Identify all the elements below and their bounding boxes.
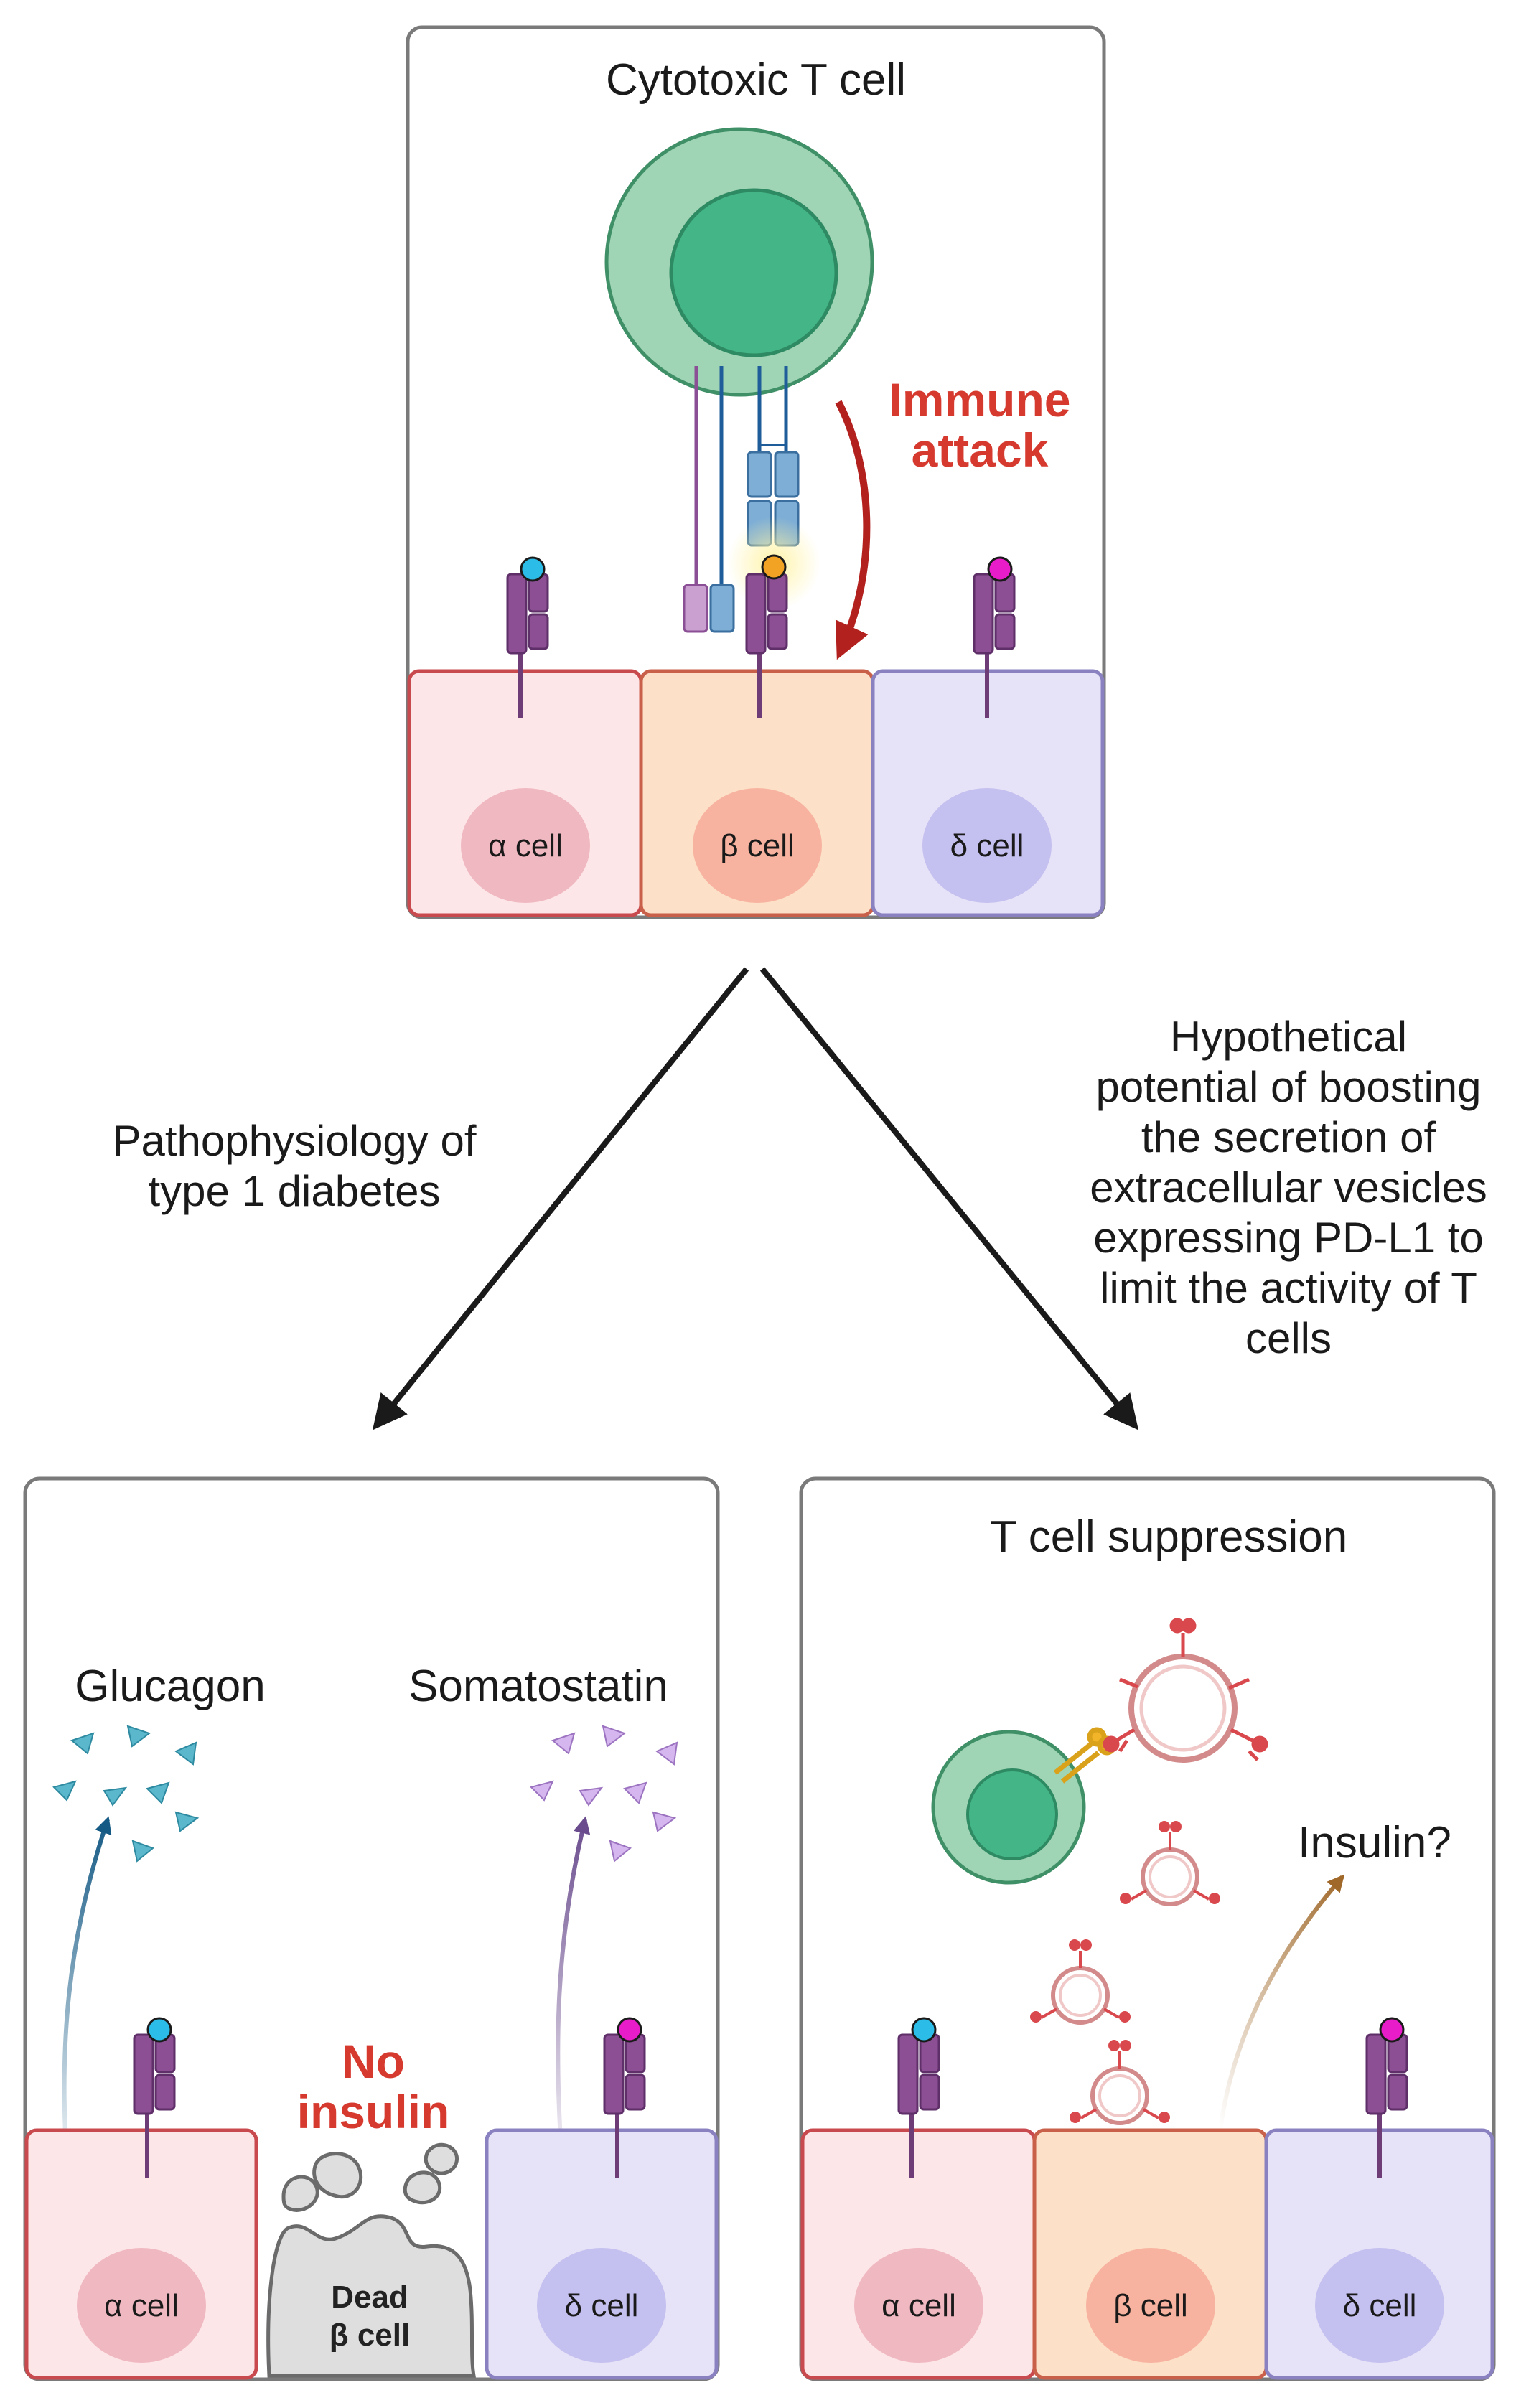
- left-delta-cell: δ cell: [485, 2128, 719, 2380]
- left-alpha-antigen: [146, 2017, 172, 2043]
- suppressed-t-cell: [931, 1730, 1086, 1885]
- insulin-question-label: Insulin?: [1298, 1818, 1451, 1868]
- immune-attack-label-line1: Immune: [889, 373, 1070, 426]
- top-panel-title: Cytotoxic T cell: [606, 55, 906, 105]
- immune-attack-arrow: [835, 400, 871, 660]
- dead-cell-label-line2: β cell: [329, 2318, 410, 2353]
- left-delta-antigen: [617, 2017, 642, 2043]
- somatostatin-particles: [530, 1725, 678, 1863]
- left-caption-line2: type 1 diabetes: [149, 1167, 441, 1215]
- glucagon-secretion-arrow: [62, 1816, 112, 2183]
- no-insulin-label-line1: No: [342, 2035, 405, 2088]
- top-alpha-cell: α cell: [407, 669, 643, 917]
- cytotoxic-t-cell: [604, 127, 874, 397]
- left-branch-arrow: [372, 967, 749, 1430]
- top-beta-cell-label: β cell: [720, 828, 795, 863]
- right-alpha-cell-label: α cell: [881, 2288, 956, 2323]
- right-branch-arrow: [759, 967, 1139, 1430]
- right-caption-line3: the secretion of: [1141, 1113, 1436, 1161]
- immune-attack-label-line2: attack: [912, 423, 1049, 477]
- top-alpha-antigen: [520, 556, 546, 582]
- right-beta-cell: β cell: [1032, 2128, 1268, 2380]
- dead-cell-label-line1: Dead: [331, 2280, 408, 2315]
- glucagon-particles: [52, 1725, 200, 1863]
- top-beta-cell: β cell: [639, 669, 875, 917]
- insulin-secretion-arrow: [1218, 1874, 1345, 2129]
- left-alpha-cell-label: α cell: [104, 2288, 179, 2323]
- right-delta-antigen: [1379, 2017, 1405, 2043]
- top-alpha-cell-label: α cell: [488, 828, 563, 863]
- right-beta-cell-label: β cell: [1113, 2288, 1188, 2323]
- right-alpha-cell: α cell: [800, 2128, 1037, 2380]
- right-delta-cell: δ cell: [1264, 2128, 1494, 2380]
- dead-beta-cell: Dead β cell: [266, 2142, 476, 2378]
- right-alpha-antigen: [911, 2017, 937, 2043]
- top-delta-antigen: [987, 556, 1013, 582]
- left-panel: Glucagon Somatostatin No: [23, 1476, 720, 2381]
- right-caption: Hypothetical potential of boosting the s…: [1090, 1013, 1487, 1362]
- large-vesicle: [1103, 1618, 1268, 1763]
- top-beta-antigen: [761, 554, 787, 580]
- right-caption-line4: extracellular vesicles: [1090, 1163, 1487, 1212]
- right-caption-line6: limit the activity of T: [1100, 1264, 1477, 1312]
- right-panel: T cell suppression: [799, 1476, 1496, 2381]
- somatostatin-label: Somatostatin: [408, 1662, 668, 1711]
- right-delta-cell-label: δ cell: [1343, 2288, 1417, 2323]
- somatostatin-secretion-arrow: [556, 1816, 591, 2183]
- top-delta-cell-label: δ cell: [950, 828, 1024, 863]
- left-delta-cell-label: δ cell: [565, 2288, 639, 2323]
- right-caption-line2: potential of boosting: [1095, 1063, 1481, 1111]
- no-insulin-label-line2: insulin: [297, 2085, 450, 2138]
- left-caption-line1: Pathophysiology of: [112, 1117, 476, 1165]
- right-panel-title: T cell suppression: [990, 1512, 1348, 1562]
- left-alpha-cell: α cell: [24, 2128, 258, 2380]
- right-caption-line1: Hypothetical: [1170, 1013, 1407, 1061]
- top-panel: Cytotoxic T cell Immune attack: [406, 25, 1106, 919]
- right-caption-line5: expressing PD-L1 to: [1093, 1214, 1484, 1262]
- right-caption-line7: cells: [1245, 1314, 1332, 1362]
- glucagon-label: Glucagon: [75, 1662, 265, 1711]
- top-delta-cell: δ cell: [871, 669, 1105, 917]
